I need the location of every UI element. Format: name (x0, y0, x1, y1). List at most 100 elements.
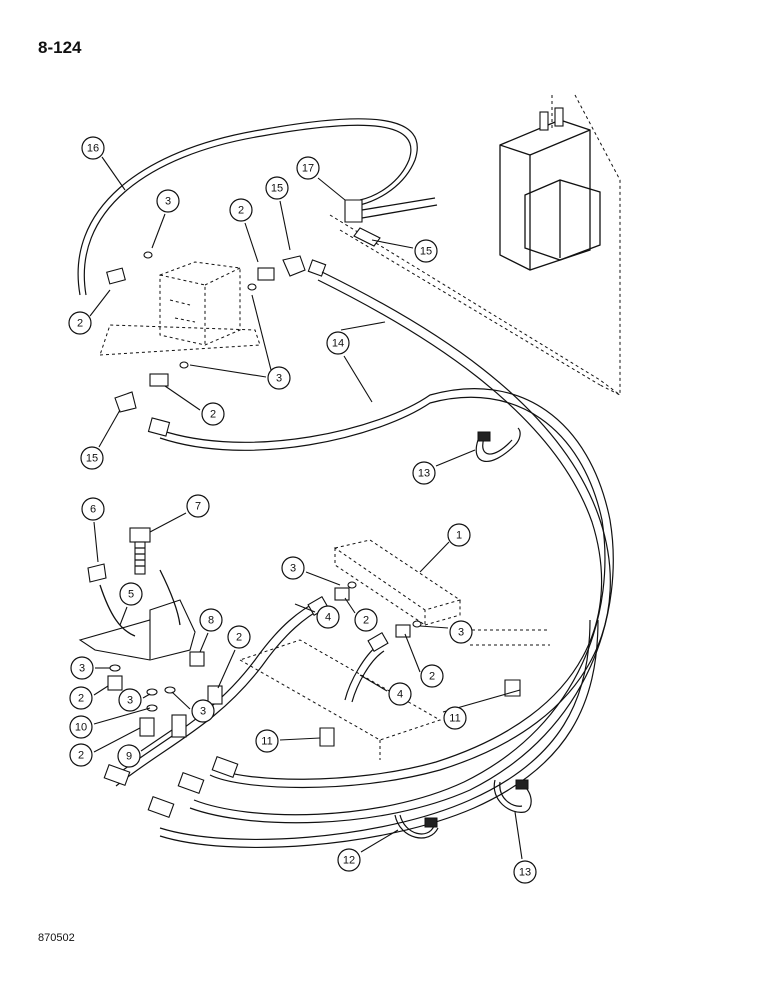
callout-label: 11 (449, 713, 460, 725)
callout-11: 11 (255, 729, 279, 753)
callout-label: 2 (236, 632, 242, 644)
callout-2: 2 (229, 198, 253, 222)
callout-label: 3 (165, 196, 171, 208)
callout-label: 1 (456, 530, 462, 542)
callout-label: 6 (90, 504, 96, 516)
callout-label: 2 (210, 409, 216, 421)
callout-circle (354, 608, 378, 632)
callout-circle (229, 198, 253, 222)
callout-label: 3 (290, 563, 296, 575)
callout-12: 12 (337, 848, 361, 872)
callout-2: 2 (69, 686, 93, 710)
hose-16 (77, 118, 418, 296)
callout-2: 2 (69, 743, 93, 767)
callout-circle (117, 744, 141, 768)
callout-circle (296, 156, 320, 180)
callout-label: 15 (420, 246, 432, 258)
callout-circle (191, 699, 215, 723)
callout-circle (69, 715, 93, 739)
callout-circle (388, 682, 412, 706)
callout-5: 5 (119, 582, 143, 606)
callout-circle (119, 582, 143, 606)
callout-label: 2 (238, 205, 244, 217)
callout-circle (337, 848, 361, 872)
callout-2: 2 (420, 664, 444, 688)
figure-id: 870502 (38, 932, 75, 944)
frame-rail-outline (238, 539, 550, 760)
strap-12 (394, 814, 439, 839)
callout-3: 3 (70, 656, 94, 680)
callout-3: 3 (191, 699, 215, 723)
callout-label: 13 (418, 468, 430, 480)
callout-circle (449, 620, 473, 644)
callout-circle (70, 656, 94, 680)
callout-8: 8 (199, 608, 223, 632)
callout-circle (69, 686, 93, 710)
callout-3: 3 (449, 620, 473, 644)
clamp-11-right (504, 679, 521, 697)
callout-1: 1 (447, 523, 471, 547)
callout-label: 17 (302, 163, 314, 175)
callout-label: 10 (75, 722, 87, 734)
callout-circle (316, 605, 340, 629)
callout-circle (199, 608, 223, 632)
callout-13: 13 (513, 860, 537, 884)
callout-circle (255, 729, 279, 753)
callout-label: 4 (325, 612, 331, 624)
callout-label: 3 (458, 627, 464, 639)
callout-2: 2 (68, 311, 92, 335)
callout-label: 2 (77, 318, 83, 330)
callout-label: 16 (87, 143, 99, 155)
callout-circle (186, 494, 210, 518)
callout-label: 9 (126, 751, 132, 763)
callout-circle (267, 366, 291, 390)
callout-label: 11 (261, 736, 272, 748)
callout-label: 12 (343, 855, 355, 867)
callout-11: 11 (443, 706, 467, 730)
callout-2: 2 (201, 402, 225, 426)
switch-8 (189, 651, 205, 667)
callout-16: 16 (81, 136, 105, 160)
callout-3: 3 (281, 556, 305, 580)
callout-label: 3 (276, 373, 282, 385)
callout-circle (201, 402, 225, 426)
callout-circle (414, 239, 438, 263)
callout-4: 4 (316, 605, 340, 629)
leader-lines (89, 156, 523, 860)
cap-6 (87, 563, 107, 583)
callout-circle (513, 860, 537, 884)
callout-label: 4 (397, 689, 403, 701)
callout-circle (326, 331, 350, 355)
callout-label: 15 (86, 453, 98, 465)
page-number: 8-124 (38, 38, 82, 57)
valve-body-outline (99, 261, 261, 356)
callout-label: 8 (208, 615, 214, 627)
valve-block-outline (329, 94, 621, 396)
clamp-11-center (319, 727, 335, 747)
callout-label: 3 (200, 706, 206, 718)
callout-label: 7 (195, 501, 201, 513)
callout-circle (265, 176, 289, 200)
callout-17: 17 (296, 156, 320, 180)
callout-circle (227, 625, 251, 649)
callout-circle (81, 136, 105, 160)
callout-circle (80, 446, 104, 470)
callout-label: 3 (79, 663, 85, 675)
callout-3: 3 (267, 366, 291, 390)
callout-2: 2 (227, 625, 251, 649)
callout-4: 4 (388, 682, 412, 706)
callout-circle (420, 664, 444, 688)
callout-label: 2 (78, 750, 84, 762)
callout-10: 10 (69, 715, 93, 739)
callout-2: 2 (354, 608, 378, 632)
strap-13-lower (493, 779, 532, 813)
callout-circle (118, 688, 142, 712)
callout-label: 14 (332, 338, 344, 350)
callout-label: 2 (78, 693, 84, 705)
callout-13: 13 (412, 461, 436, 485)
callout-circle (68, 311, 92, 335)
bracket-5 (78, 569, 196, 661)
callout-circle (447, 523, 471, 547)
